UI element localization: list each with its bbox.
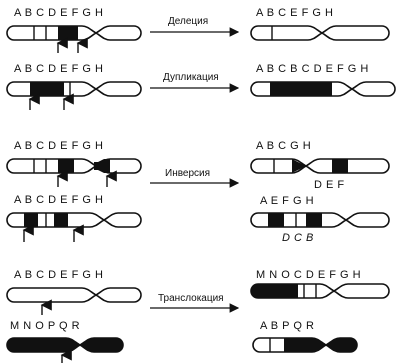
translocation-a-before: A B C D E F G H — [6, 269, 142, 315]
chromosome — [6, 25, 142, 41]
inversion2-before: A B C D E F G H — [6, 194, 142, 242]
translocation-a-after: M N O C D E F G H — [250, 269, 390, 299]
gene-labels: A B C E F G H — [256, 7, 333, 19]
gene-labels: M N O C D E F G H — [256, 269, 361, 281]
inversion2-after: A E F G H D C B — [250, 195, 390, 244]
gene-labels: A E F G H — [260, 195, 314, 207]
gene-labels: A B P Q R — [260, 320, 314, 332]
translocation-b-before: M N O P Q R — [6, 320, 124, 363]
gene-labels: A B C B C D E F G H — [256, 63, 369, 75]
chromosome — [6, 81, 142, 97]
deletion-before: A B C D E F G H — [6, 7, 142, 53]
gene-labels: M N O P Q R — [10, 320, 80, 332]
chromosome — [250, 158, 390, 174]
label-translocation: Транслокация — [158, 293, 224, 304]
chromosome — [250, 81, 396, 97]
chromosome — [250, 212, 390, 228]
translocation-b-after: A B P Q R — [252, 320, 358, 353]
gene-labels: A B C G H — [256, 140, 311, 152]
inverted-gene-labels: D C B — [282, 232, 314, 244]
gene-labels: A B C D E F G H — [14, 63, 103, 75]
duplication-after: A B C B C D E F G H — [250, 63, 396, 97]
inversion1-before: A B C D E F G H — [6, 140, 142, 187]
inverted-gene-labels: D E F — [314, 179, 345, 191]
label-deletion: Делеция — [168, 16, 208, 27]
label-duplication: Дупликация — [163, 72, 219, 83]
gene-labels: A B C D E F G H — [14, 194, 103, 206]
gene-labels: A B C D E F G H — [14, 7, 103, 19]
label-inversion: Инверсия — [165, 168, 210, 179]
inversion1-after: A B C G H D E F — [250, 140, 390, 191]
deleted-region — [58, 26, 78, 40]
chromosome — [6, 337, 124, 353]
duplication-before: A B C D E F G H — [6, 63, 142, 110]
chromosome — [6, 287, 142, 303]
chromosome — [6, 212, 142, 228]
deletion-after: A B C E F G H — [250, 7, 390, 41]
chromosome — [250, 25, 390, 41]
gene-labels: A B C D E F G H — [14, 140, 103, 152]
duplicated-region — [270, 82, 332, 96]
gene-labels: A B C D E F G H — [14, 269, 103, 281]
duplicated-region — [30, 82, 64, 96]
